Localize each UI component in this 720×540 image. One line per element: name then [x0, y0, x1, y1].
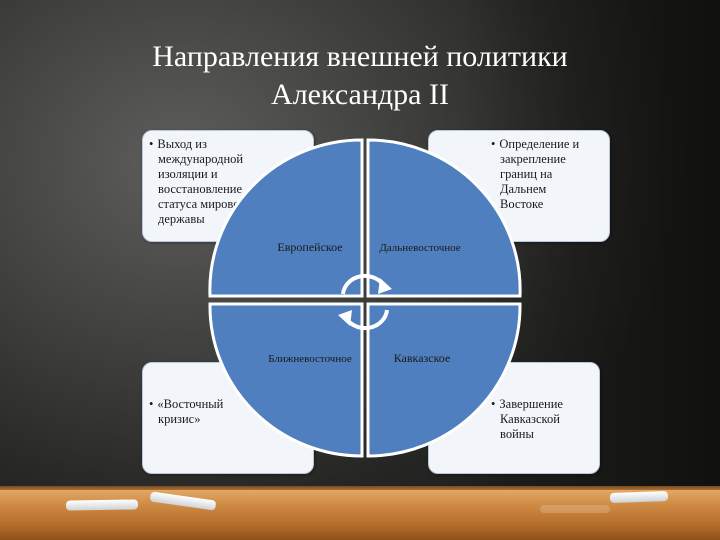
quadrant-top-left [208, 138, 364, 298]
page-title: Направления внешней политики Александра … [0, 38, 720, 114]
chalk-stick-icon [609, 490, 669, 504]
bullet-icon: • [491, 137, 496, 151]
title-line-1: Направления внешней политики [152, 40, 568, 73]
card-top-left-text: •Выход из международной изоляции и восст… [149, 137, 259, 227]
card-line: закрепление [500, 152, 566, 166]
bullet-icon: • [149, 397, 154, 411]
card-bottom-left-text: •«Восточный кризис» [149, 397, 269, 427]
quadrant-top-right [366, 138, 522, 298]
ledge-edge [0, 486, 720, 492]
card-top-right-text: •Определение и закрепление границ на Дал… [491, 137, 601, 212]
quadrant-bottom-right [366, 302, 522, 458]
card-bottom-right-text: •Завершение Кавказской войны [491, 397, 591, 442]
card-line: Востоке [500, 197, 544, 211]
title-line-2: Александра II [271, 78, 449, 111]
quadrant-label-br: Кавказское [394, 351, 451, 365]
chalk-stick-icon [65, 499, 139, 511]
bullet-icon: • [149, 137, 154, 151]
circular-arrows-icon [338, 273, 392, 331]
quadrant-label-tl: Европейское [277, 240, 342, 254]
chalk-ledge [0, 490, 720, 540]
card-line: изоляции и [158, 167, 218, 181]
card-line: статуса мировой [158, 197, 247, 211]
card-line: Кавказской [500, 412, 560, 426]
bullet-icon: • [491, 397, 496, 411]
quadrant-bottom-left [208, 302, 364, 458]
card-line: кризис» [158, 412, 201, 426]
card-line: Определение и [499, 137, 580, 151]
card-line: границ на [500, 167, 553, 181]
card-line: восстановление [158, 182, 243, 196]
quadrant-label-bl: Ближневосточное [268, 353, 352, 365]
quadrant-label-tr: Дальневосточное [379, 242, 460, 254]
card-line: державы [158, 212, 205, 226]
card-line: Выход из [157, 137, 207, 151]
card-line: международной [158, 152, 244, 166]
chalk-dust [540, 505, 610, 513]
card-line: Дальнем [500, 182, 547, 196]
card-line: Завершение [499, 397, 563, 411]
card-line: «Восточный [157, 397, 224, 411]
card-line: войны [500, 427, 534, 441]
